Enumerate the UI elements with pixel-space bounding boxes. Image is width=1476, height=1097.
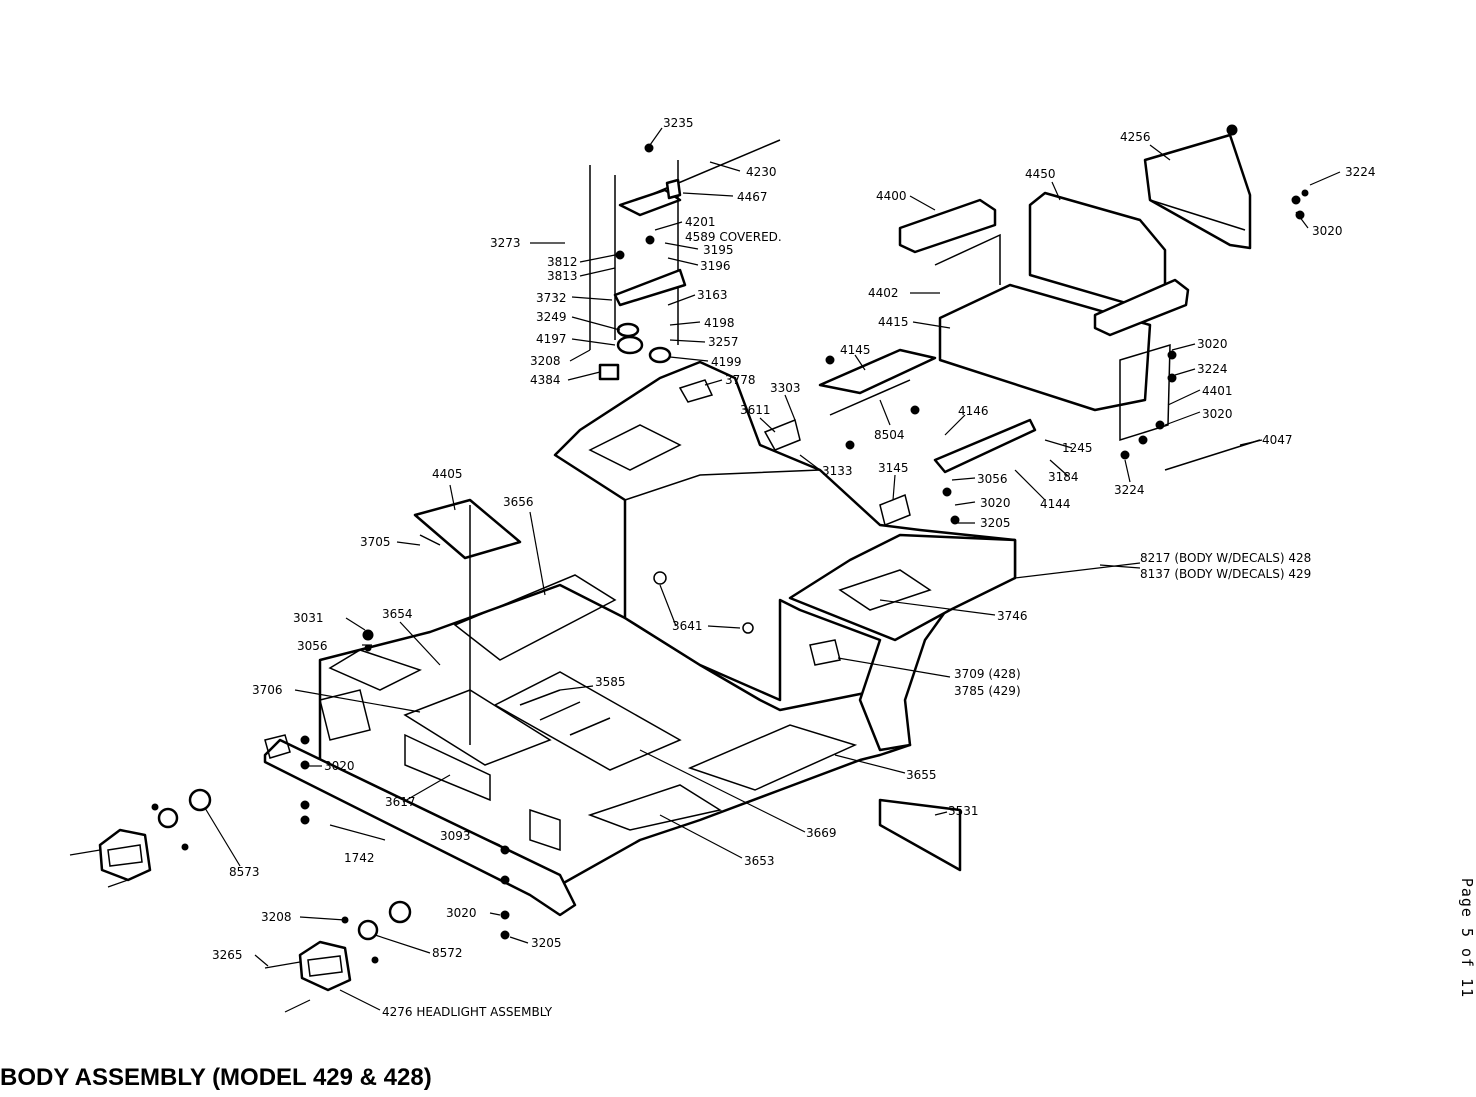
callout-1245: 1245 (1062, 441, 1093, 455)
callout-3656: 3656 (503, 495, 534, 509)
callout-8573: 8573 (229, 865, 260, 879)
callout-3813: 3813 (547, 269, 578, 283)
callout-3020-seat-b: 3020 (1202, 407, 1233, 421)
callout-4589-covered: 4589 COVERED. (685, 230, 782, 244)
callout-4230: 4230 (746, 165, 777, 179)
callout-3224-seat-bottom: 3224 (1114, 483, 1145, 497)
body-shell (318, 360, 1017, 887)
callout-3195: 3195 (703, 243, 734, 257)
callout-3031: 3031 (293, 611, 324, 625)
callout-4146: 4146 (958, 404, 989, 418)
callout-3056-front: 3056 (297, 639, 328, 653)
front-bumper (263, 734, 577, 917)
callout-3654: 3654 (382, 607, 413, 621)
callout-1742: 1742 (344, 851, 375, 865)
callout-3224-seat: 3224 (1197, 362, 1228, 376)
callout-3669: 3669 (806, 826, 837, 840)
seat-assembly (818, 191, 1190, 474)
callout-3265: 3265 (212, 948, 243, 962)
callout-3020-front: 3020 (324, 759, 355, 773)
callout-3705: 3705 (360, 535, 391, 549)
callout-4405: 4405 (432, 467, 463, 481)
callout-3531: 3531 (948, 804, 979, 818)
callout-3020-seat-a: 3020 (1197, 337, 1228, 351)
callout-3303: 3303 (770, 381, 801, 395)
callout-3785: 3785 (429) (954, 684, 1021, 698)
callout-3163: 3163 (697, 288, 728, 302)
callout-4145: 4145 (840, 343, 871, 357)
callout-4198: 4198 (704, 316, 735, 330)
callout-8217: 8217 (BODY W/DECALS) 428 (1140, 551, 1311, 565)
callout-3611: 3611 (740, 403, 771, 417)
callout-4415: 4415 (878, 315, 909, 329)
callout-3224-top: 3224 (1345, 165, 1376, 179)
callout-3020-top: 3020 (1312, 224, 1343, 238)
callout-3778: 3778 (725, 373, 756, 387)
callout-3653: 3653 (744, 854, 775, 868)
callout-3655: 3655 (906, 768, 937, 782)
callout-3709: 3709 (428) (954, 667, 1021, 681)
callout-4197: 4197 (536, 332, 567, 346)
callout-3056-seat: 3056 (977, 472, 1008, 486)
callout-8504: 8504 (874, 428, 905, 442)
shift-linkage (589, 139, 781, 381)
leader-lines (204, 127, 1341, 1011)
headlight-right (264, 900, 412, 1013)
callout-8137: 8137 (BODY W/DECALS) 429 (1140, 567, 1311, 581)
callout-3205-seat: 3205 (980, 516, 1011, 530)
callout-4384: 4384 (530, 373, 561, 387)
callout-3020-bottom: 3020 (446, 906, 477, 920)
callout-3732: 3732 (536, 291, 567, 305)
callout-3208-top: 3208 (530, 354, 561, 368)
callout-3746: 3746 (997, 609, 1028, 623)
callout-3273: 3273 (490, 236, 521, 250)
callout-3235: 3235 (663, 116, 694, 130)
callout-4144: 4144 (1040, 497, 1071, 511)
callout-4047: 4047 (1262, 433, 1293, 447)
callout-3145: 3145 (878, 461, 909, 475)
callout-4256: 4256 (1120, 130, 1151, 144)
callout-3257: 3257 (708, 335, 739, 349)
callout-4400: 4400 (876, 189, 907, 203)
callout-3706: 3706 (252, 683, 283, 697)
callout-4402: 4402 (868, 286, 899, 300)
page-title: BODY ASSEMBLY (MODEL 429 & 428) (0, 1064, 432, 1091)
callout-3208-bottom: 3208 (261, 910, 292, 924)
callout-4201: 4201 (685, 215, 716, 229)
callout-3617: 3617 (385, 795, 416, 809)
callout-3205-bottom: 3205 (531, 936, 562, 950)
callout-3184: 3184 (1048, 470, 1079, 484)
callout-3133: 3133 (822, 464, 853, 478)
page-number: Page 5 of 11 (1458, 877, 1476, 999)
callout-4199: 4199 (711, 355, 742, 369)
callout-3093: 3093 (440, 829, 471, 843)
callout-4450: 4450 (1025, 167, 1056, 181)
callout-3812: 3812 (547, 255, 578, 269)
callout-3585: 3585 (595, 675, 626, 689)
callout-3249: 3249 (536, 310, 567, 324)
small-parts (151, 124, 1309, 964)
callout-8572: 8572 (432, 946, 463, 960)
seat-back-bracket (1143, 133, 1252, 250)
callout-labels: 3235 4230 4467 4201 4589 COVERED. 3195 3… (212, 116, 1376, 1019)
callout-3641: 3641 (672, 619, 703, 633)
callout-3020-seat-c: 3020 (980, 496, 1011, 510)
headlight-left (69, 788, 212, 888)
callout-4401: 4401 (1202, 384, 1233, 398)
callout-4276-headlight-assembly: 4276 HEADLIGHT ASSEMBLY (382, 1005, 553, 1019)
callout-4467: 4467 (737, 190, 768, 204)
callout-3196: 3196 (700, 259, 731, 273)
